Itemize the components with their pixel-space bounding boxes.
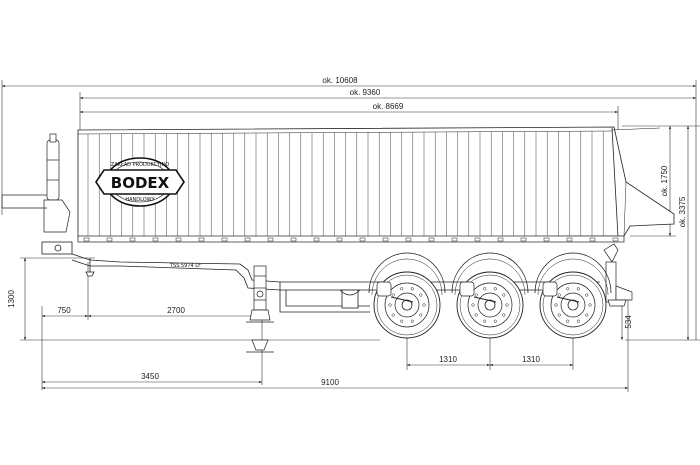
axle-3 [534,252,612,339]
rail-stud [152,237,159,242]
wheel-nut [419,293,423,297]
rail-stud [382,237,389,242]
rail-stud [405,237,412,242]
wheel-nut [493,287,497,291]
wheel-nut [422,303,426,307]
rail-stud [267,237,274,242]
rail-stud [221,237,228,242]
wheel-nut [576,287,580,291]
wheel-nut [502,313,506,317]
rail-stud [543,237,550,242]
wheel-nut [400,319,404,323]
wheel-hub [567,299,579,311]
wheel-hub [484,299,496,311]
wheel-nut [557,313,561,317]
total-height-label: ok. 3375 [678,196,687,227]
platform-height-label: 534 [624,315,633,329]
coupling-height-label: 1300 [7,290,16,308]
logo-arc-top: ZAKŁAD PRODUKCYJNO [111,162,169,168]
rail-stud [474,237,481,242]
wheel-hub [401,299,413,311]
rail-stud [175,237,182,242]
wheel-nut [502,293,506,297]
rail-stud [244,237,251,242]
logo-brand: BODEX [111,174,170,192]
rail-stud [336,237,343,242]
rail-stud [198,237,205,242]
wheel-nut [557,293,561,297]
dimension-lines-left [20,257,380,341]
rail-stud [106,237,113,242]
dimension-labels: ok. 10608 ok. 9360 ok. 8669 ok. 1750 ok.… [7,76,687,387]
wheel-nut [576,319,580,323]
axle-spacing-1-label: 1310 [439,355,457,364]
wheel-nut [391,293,395,297]
wheel-nut [505,303,509,307]
body-length-label: ok. 8669 [373,102,404,111]
axle-spacing-2-label: 1310 [522,355,540,364]
wheel-rim [467,282,513,328]
wheel-nut [400,287,404,291]
chassis-marking: TSS 5974 LF [169,263,201,269]
wheel-nut [419,313,423,317]
front-offset-label: 750 [57,306,71,315]
wheel-nut [474,293,478,297]
chassis-length-label: 9100 [321,378,339,387]
wheel-rim [550,282,596,328]
wheel-nut [471,303,475,307]
wheel-nut [483,287,487,291]
kingpin-to-leg-label: 2700 [167,306,185,315]
wheel-rim [384,282,430,328]
air-spring [376,281,392,297]
rail-stud [290,237,297,242]
axle-1 [368,252,446,339]
leg-position-label: 3450 [141,372,159,381]
rail-stud [428,237,435,242]
wheel-nut [566,287,570,291]
air-spring [459,281,475,297]
rail-stud [313,237,320,242]
wheel-nut [585,313,589,317]
rail-stud [612,237,619,242]
wheel-nut [391,313,395,317]
landing-gear [246,265,274,353]
rail-stud [566,237,573,242]
overall-length-label: ok. 10608 [322,76,358,85]
dimension-lines-right [620,125,700,341]
length-9360-label: ok. 9360 [350,88,381,97]
wheel-nut [588,303,592,307]
logo-arc-bottom: HANDLOWY [125,197,155,203]
rail-stud [129,237,136,242]
rail-stud [589,237,596,242]
rail-stud [451,237,458,242]
hydraulic-cylinder [1,133,71,233]
wheel-nut [566,319,570,323]
rail-stud [359,237,366,242]
wheel-nut [483,319,487,323]
wheel-nut [585,293,589,297]
dimension-lines-top [1,80,697,340]
axle-group [368,252,612,339]
body-bottom-rail [77,235,625,243]
wheel-nut [388,303,392,307]
rail-stud [520,237,527,242]
wheel-nut [410,319,414,323]
wheel-nut [474,313,478,317]
rail-stud [497,237,504,242]
dimension-lines-bottom [41,262,629,392]
wheel-nut [493,319,497,323]
bodex-logo: BODEX ZAKŁAD PRODUKCYJNO HANDLOWY [95,157,185,207]
wheel-nut [410,287,414,291]
axle-2 [451,252,529,339]
wheel-nut [554,303,558,307]
chassis-frame [41,241,600,313]
body-ribs [87,131,604,236]
rear-underride-guard [603,243,633,307]
air-spring [542,281,558,297]
body-height-label: ok. 1750 [660,165,669,196]
rail-stud [83,237,90,242]
